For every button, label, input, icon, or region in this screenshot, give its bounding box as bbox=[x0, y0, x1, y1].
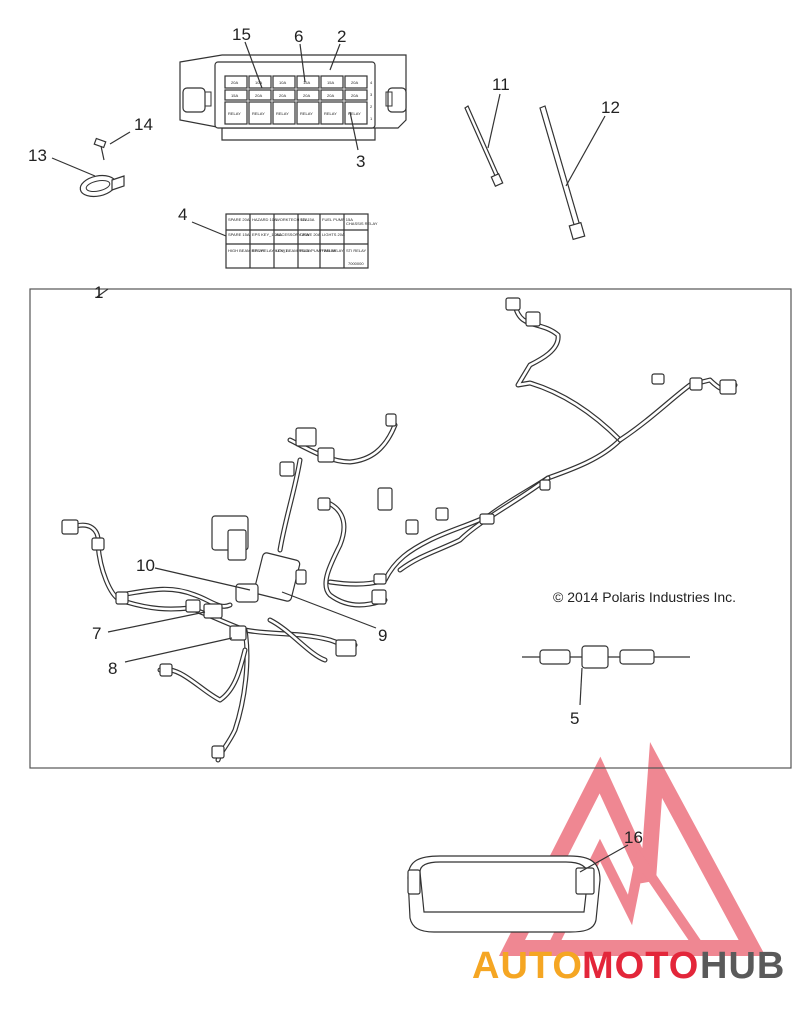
fuse-label-top-4: 15A bbox=[303, 80, 310, 85]
relay-label-5: RELAY bbox=[324, 111, 337, 116]
callout-11: 11 bbox=[492, 75, 510, 94]
fuse-label-mid-5: 20A bbox=[327, 93, 334, 98]
row-number-4: 4 bbox=[370, 80, 373, 85]
leader-4 bbox=[191, 221, 227, 237]
callout-16: 16 bbox=[624, 828, 643, 847]
cable-tie-large bbox=[539, 105, 586, 241]
label-r2-c2: EPS KEY_1 20A bbox=[252, 232, 282, 237]
relay-label-1: RELAY bbox=[228, 111, 241, 116]
wiring-harness bbox=[67, 302, 738, 763]
label-r1-c1: SPARE 20A bbox=[228, 217, 250, 222]
leader-2 bbox=[329, 43, 341, 71]
callout-4: 4 bbox=[178, 205, 187, 224]
fuse-label-top-6: 20A bbox=[351, 80, 358, 85]
label-r3-c5: FAN RELAY bbox=[322, 248, 344, 253]
fuse-label-top-5: 15A bbox=[327, 80, 334, 85]
leader-9 bbox=[281, 591, 377, 629]
label-r1-c4: STI 15A bbox=[300, 217, 315, 222]
fuse-label-top-1: 20A bbox=[231, 80, 238, 85]
label-r2-c1: SPARE 15A bbox=[228, 232, 250, 237]
leader-11 bbox=[487, 93, 501, 149]
callout-7: 7 bbox=[92, 624, 101, 643]
leader-14 bbox=[109, 131, 131, 145]
relay-label-4: RELAY bbox=[300, 111, 313, 116]
harness-connectors bbox=[61, 297, 737, 759]
fuse-label-mid-1: 15A bbox=[231, 93, 238, 98]
fuse-label-mid-3: 20A bbox=[279, 93, 286, 98]
fuse-label-mid-2: 20A bbox=[255, 93, 262, 98]
label-r1-c6: CHASSIS RELAY bbox=[346, 221, 378, 226]
leader-6 bbox=[299, 43, 306, 83]
leader-3 bbox=[349, 111, 359, 151]
label-r1-c5: FUEL PUMP 15A bbox=[322, 217, 353, 222]
leader-5 bbox=[579, 667, 583, 706]
bolt-part bbox=[93, 137, 107, 161]
label-r3-c1: HIGH BEAM RELAY bbox=[228, 248, 265, 253]
inline-fuse-holder bbox=[522, 645, 690, 669]
callout-12: 12 bbox=[601, 98, 620, 117]
leader-13 bbox=[51, 157, 96, 177]
callout-14: 14 bbox=[134, 115, 153, 134]
callout-10: 10 bbox=[136, 556, 155, 575]
label-r3-c2: EPS RELAY KEY_1 bbox=[252, 248, 288, 253]
callout-8: 8 bbox=[108, 659, 117, 678]
label-r3-c4: FUEL PUMP RELAY bbox=[300, 248, 337, 253]
row-number-2: 2 bbox=[370, 104, 373, 109]
watermark-part-1: AUTO bbox=[472, 945, 583, 987]
clamp-part bbox=[79, 174, 125, 198]
watermark-part-3: HUB bbox=[700, 945, 785, 987]
label-r2-c5: LIGHTS 20A bbox=[322, 232, 345, 237]
leader-8 bbox=[124, 637, 233, 663]
callout-3: 3 bbox=[356, 152, 365, 171]
leader-12 bbox=[565, 115, 606, 187]
callout-2: 2 bbox=[337, 27, 346, 46]
fuse-box: 20A 10A 10A 15A 15A 20A 15A 20A 20A 20A … bbox=[179, 54, 407, 141]
callout-6: 6 bbox=[294, 27, 303, 46]
row-number-1: 1 bbox=[370, 116, 373, 121]
cable-tie-small bbox=[464, 105, 504, 187]
fuse-label-top-3: 10A bbox=[279, 80, 286, 85]
callout-1: 1 bbox=[94, 283, 103, 302]
relay-slots bbox=[224, 101, 368, 125]
row-number-3: 3 bbox=[370, 92, 373, 97]
leader-16 bbox=[579, 844, 629, 873]
callout-15: 15 bbox=[232, 25, 251, 44]
fuse-label-mid-4: 20A bbox=[303, 93, 310, 98]
harness-frame bbox=[29, 288, 792, 769]
relay-label-6: RELAY bbox=[348, 111, 361, 116]
copyright-text: © 2014 Polaris Industries Inc. bbox=[553, 589, 736, 605]
fuse-label-top-2: 10A bbox=[255, 80, 262, 85]
callout-9: 9 bbox=[378, 626, 387, 645]
label-r1-c3: WORKTECH 10A bbox=[276, 217, 308, 222]
fuse-label-sticker: SPARE 20A HAZARD 10A WORKTECH 10A STI 15… bbox=[225, 213, 378, 269]
callout-5: 5 bbox=[570, 709, 579, 728]
relay-label-2: RELAY bbox=[252, 111, 265, 116]
relay-label-3: RELAY bbox=[276, 111, 289, 116]
fuse-label-mid-6: 20A bbox=[351, 93, 358, 98]
label-r3-c6: STI RELAY bbox=[346, 248, 366, 253]
label-r3-c3: LOW BEAM RELAY bbox=[276, 248, 312, 253]
leader-7 bbox=[107, 611, 206, 633]
callout-13: 13 bbox=[28, 146, 47, 165]
label-part-number: 7000000 bbox=[348, 261, 364, 266]
fuse-box-cover bbox=[407, 855, 601, 933]
fuse-slots-mid bbox=[224, 89, 368, 101]
watermark-wordmark: AUTO MOTO HUB bbox=[472, 945, 785, 987]
label-r2-c4: DRIVE 20A bbox=[300, 232, 321, 237]
leader-1 bbox=[96, 288, 109, 298]
watermark-part-2: MOTO bbox=[582, 945, 699, 987]
label-r1-c2: HAZARD 10A bbox=[252, 217, 277, 222]
leader-10 bbox=[154, 567, 251, 591]
leader-15 bbox=[244, 41, 263, 89]
label-r2-c3: ACCESSORY 20A bbox=[276, 232, 310, 237]
